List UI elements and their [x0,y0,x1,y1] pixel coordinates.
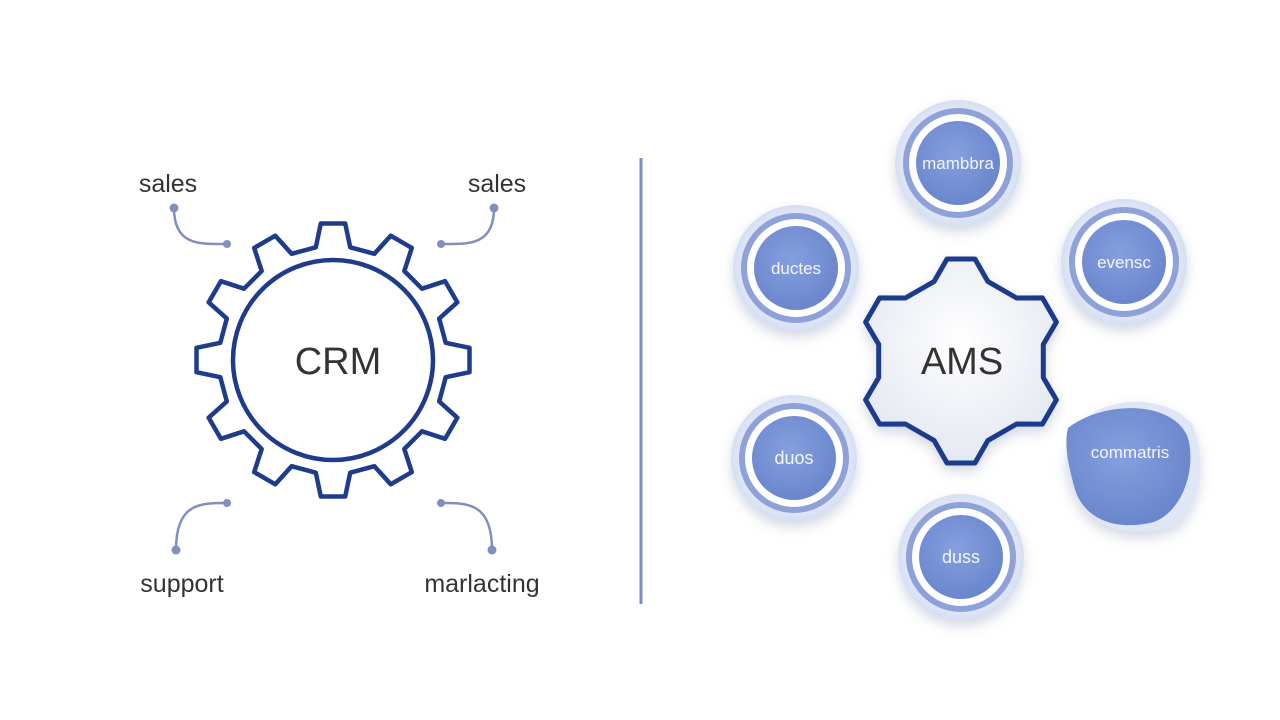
connector-bottom-right [441,501,494,551]
connector-bottom-left [174,501,228,551]
ams-node-lower-left-label: duos [774,448,813,468]
ams-node-lower-right: commatris [1066,401,1201,532]
ams-node-lower-left: duos [731,395,857,521]
ams-center-label: AMS [921,341,1003,383]
ams-section: mambbra ductes evensc duos commatris [731,100,1201,620]
crm-connector-dots [169,203,499,555]
dot-bottom-right-end [437,499,445,507]
crm-label-bottom-right: marlacting [424,570,539,598]
dot-top-right-end [437,240,445,248]
dot-bottom-left [171,545,181,555]
dot-top-right [489,203,499,213]
crm-label-bottom-left: support [140,570,223,598]
crm-section: CRM sales sales support marlacting [139,170,540,598]
ams-node-lower-right-label: commatris [1091,443,1169,462]
crm-label-top-left: sales [139,170,197,198]
ams-node-upper-right-label: evensc [1097,253,1151,272]
connector-top-left [172,207,227,246]
crm-label-top-right: sales [468,170,526,198]
dot-bottom-right [487,545,497,555]
ams-gear-icon [863,256,1059,466]
connector-top-right [441,207,496,246]
ams-node-bottom: duss [898,494,1024,620]
ams-node-top-label: mambbra [922,154,994,173]
ams-node-top: mambbra [895,100,1021,226]
dot-bottom-left-end [223,499,231,507]
ams-node-upper-left: ductes [733,205,859,331]
dot-top-left [169,203,179,213]
ams-node-upper-right: evensc [1061,199,1187,325]
ams-node-upper-left-label: ductes [771,259,821,278]
ams-node-bottom-label: duss [942,547,980,567]
dot-top-left-end [223,240,231,248]
crm-connectors [172,207,496,551]
crm-inner-ring [230,257,436,463]
crm-center-label: CRM [295,341,382,383]
